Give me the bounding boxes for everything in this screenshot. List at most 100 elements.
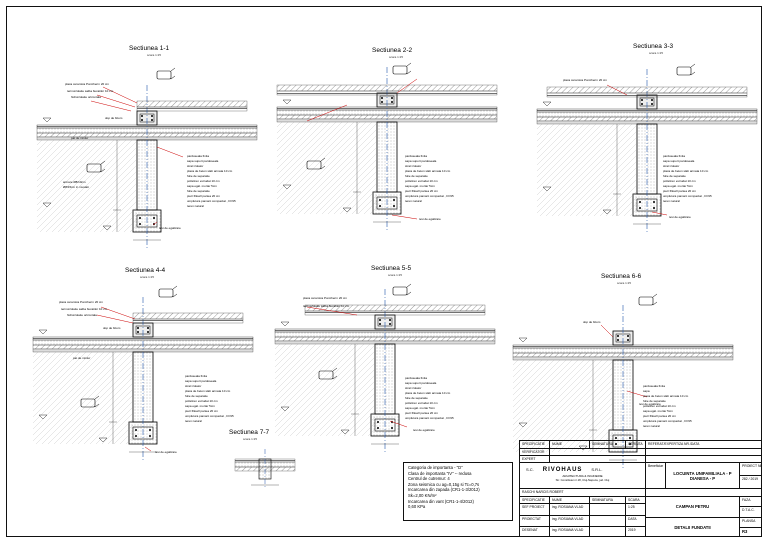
tb-faza: D.T.A.C. [740, 507, 761, 518]
tb-plansa-val: R3 [742, 529, 748, 534]
tb-project: LOCUINTA UNIFAMILIALA - P DIANESA - P [666, 463, 740, 489]
svg-text:pietr fillowil partea 20 cm: pietr fillowil partea 20 cm [643, 414, 677, 418]
svg-text:strat izolator: strat izolator [185, 384, 201, 388]
svg-text:strat izolator: strat izolator [663, 164, 679, 168]
detail-section-2-2 [276, 66, 498, 233]
tb-beneficiar-label: Beneficiar [646, 463, 666, 489]
tb-detalii: DETALII FUNDATII [646, 518, 740, 536]
tb-firm-name: RIVOHAUS [542, 467, 583, 473]
info-line: Centrul de cutremur: 4 [408, 476, 450, 482]
svg-text:sapa egal. mortar 5cm: sapa egal. mortar 5cm [185, 404, 215, 408]
tb-sig [590, 527, 626, 536]
tb-data: 2019 [626, 527, 646, 536]
tb-sef: ing. ROSIANA VLAD [550, 504, 590, 516]
svg-text:teren natural: teren natural [405, 199, 422, 203]
detail-section-4-4 [32, 296, 254, 463]
detail-section-3-3 [536, 68, 758, 235]
svg-text:placa ceramica Porotherm 20 cm: placa ceramica Porotherm 20 cm [303, 296, 348, 300]
info-line: Incarcarea din vant (CR1-1-4/2012) [408, 498, 474, 504]
svg-text:pietr fillowil partea 20 cm: pietr fillowil partea 20 cm [405, 189, 439, 193]
tb-titlu-plansa: CAMPAN PETRU [646, 497, 740, 518]
tb-firm-sub: ARHITECTURA & INGINERIE [562, 474, 603, 478]
tb-firm-suffix: S.R.L. [591, 467, 603, 472]
tb-h-nume-2: NUME [550, 497, 590, 504]
svg-text:placa de beton slab armata 10: placa de beton slab armata 10 cm [405, 391, 451, 395]
svg-text:sapa egal. mortar 5cm: sapa egal. mortar 5cm [405, 406, 435, 410]
tb-firm: S.C. RIVOHAUS S.R.L. ARHITECTURA & INGIN… [520, 463, 646, 489]
svg-text:sapa suport pardoseala: sapa suport pardoseala [663, 159, 695, 163]
svg-text:polistiren extrudat 10 cm: polistiren extrudat 10 cm [187, 179, 220, 183]
tb-scara: 1:25 [626, 504, 646, 516]
svg-text:tevi de egalizare: tevi de egalizare [155, 450, 177, 454]
tb-h-specificatie: SPECIFICATIE [520, 441, 550, 449]
tb-plansa: R3 [740, 528, 761, 536]
section-1-1-title: Sectiunea 1-1 [129, 45, 170, 52]
stirrup-section-5-5-top [392, 283, 412, 296]
svg-text:pardoseala finita: pardoseala finita [185, 374, 207, 378]
tb-sig [590, 504, 626, 516]
tb-sig [590, 516, 626, 527]
section-5-5-scale: scara 1:25 [388, 273, 403, 277]
svg-text:sapa suport pardoseala: sapa suport pardoseala [185, 379, 217, 383]
tb-sef-label: SEF PROIECT [520, 504, 550, 516]
tb-detalii-text: DETALII FUNDATII [674, 525, 711, 530]
section-3-3-title: Sectiunea 3-3 [633, 43, 674, 50]
svg-text:folie de separatie: folie de separatie [187, 189, 210, 193]
section-2-2-scale: scara 1:25 [389, 55, 404, 59]
section-2-2-title: Sectiunea 2-2 [372, 47, 413, 54]
section-1-1-scale: scara 1:25 [147, 53, 162, 57]
svg-text:polistiren extrudat 10 cm: polistiren extrudat 10 cm [643, 404, 676, 408]
section-6-6-scale: scara 1:25 [617, 281, 632, 285]
svg-text:placa de beton slab armata 10: placa de beton slab armata 10 cm [663, 169, 709, 173]
tb-desenat-label: DESENAT [520, 527, 550, 536]
svg-text:polistiren extrudat 10 cm: polistiren extrudat 10 cm [663, 179, 696, 183]
tb-faza-label: FAZA [740, 497, 761, 507]
svg-text:pardoseala finita: pardoseala finita [405, 154, 427, 158]
svg-text:umplutura pamant compactat , D: umplutura pamant compactat , D=95 [663, 194, 712, 198]
tb-h-semnatura: SEMNATURA [590, 441, 626, 449]
drawing-sheet: Sectiunea 1-1 scara 1:25 Sectiunea 2-2 s… [6, 6, 762, 537]
svg-text:folie de separatie: folie de separatie [663, 174, 686, 178]
tb-verificator: VERIFICATOR [520, 449, 550, 456]
info-line: Zona seismica cu ag=0,15g si Tc=0,7s [408, 481, 480, 487]
svg-text:sapa suport pardoseala: sapa suport pardoseala [405, 159, 437, 163]
svg-text:sapa: sapa [643, 389, 650, 393]
svg-text:polistiren extrudat 10 cm: polistiren extrudat 10 cm [405, 179, 438, 183]
svg-text:strat izolator: strat izolator [405, 386, 421, 390]
tb-proiect-nr-label: PROIECT NR. [740, 463, 761, 476]
tb-data-label: DATA [626, 516, 646, 527]
section-5-5-title: Sectiunea 5-5 [371, 265, 412, 272]
svg-text:pietr fillowil partea 20 cm: pietr fillowil partea 20 cm [187, 194, 221, 198]
svg-text:tevi de egalizare: tevi de egalizare [413, 428, 435, 432]
svg-text:sapa suport pardoseala: sapa suport pardoseala [187, 159, 219, 163]
svg-text:hidroizolatie orizontala: hidroizolatie orizontala [67, 313, 97, 317]
svg-text:teren natural: teren natural [643, 424, 660, 428]
tb-expert: EXPERT [520, 456, 550, 463]
svg-text:sapa egal. mortar 5cm: sapa egal. mortar 5cm [187, 184, 217, 188]
svg-text:pardoseala finita: pardoseala finita [643, 384, 665, 388]
section-3-3-scale: scara 1:25 [649, 51, 664, 55]
tb-titlu-plansa-text: CAMPAN PETRU [675, 504, 710, 509]
info-line: Clasa de importanta "IV" -- redusa [408, 470, 472, 476]
svg-text:folie de separatie: folie de separatie [405, 396, 428, 400]
tb-h-specificatie-2: SPECIFICATIE [520, 497, 550, 504]
svg-text:umplutura pamant compactat , D: umplutura pamant compactat , D=95 [405, 194, 454, 198]
tb-scara-label: SCARA [626, 497, 646, 504]
svg-text:pat de mixtur: pat de mixtur [73, 356, 90, 360]
stirrup-section-6-6 [638, 293, 658, 306]
detail-section-7-7 [234, 449, 296, 489]
tb-h-semnatura-2: SEMNATURA [590, 497, 626, 504]
svg-text:placa ceramica Porotherm 20 cm: placa ceramica Porotherm 20 cm [59, 300, 104, 304]
svg-text:hidroizolatie orizontala: hidroizolatie orizontala [71, 95, 101, 99]
tb-empty [550, 449, 646, 456]
svg-text:sapa suport pardoseala: sapa suport pardoseala [405, 381, 437, 385]
svg-text:pardoseala finita: pardoseala finita [663, 154, 685, 158]
tb-firm-prefix: S.C. [526, 467, 534, 472]
info-line: Sk=2,00 KN/m² [408, 492, 437, 498]
section-4-4-scale: scara 1:25 [140, 275, 155, 279]
design-parameters-box: Categoria de importanta - "D" Clasa de i… [403, 462, 513, 521]
tb-project-name: LOCUINTA UNIFAMILIALA - P [673, 471, 732, 476]
svg-text:tevi de egalizare: tevi de egalizare [159, 226, 181, 230]
detail-section-5-5 [274, 288, 496, 455]
svg-text:sapa egal. mortar 5cm: sapa egal. mortar 5cm [405, 184, 435, 188]
